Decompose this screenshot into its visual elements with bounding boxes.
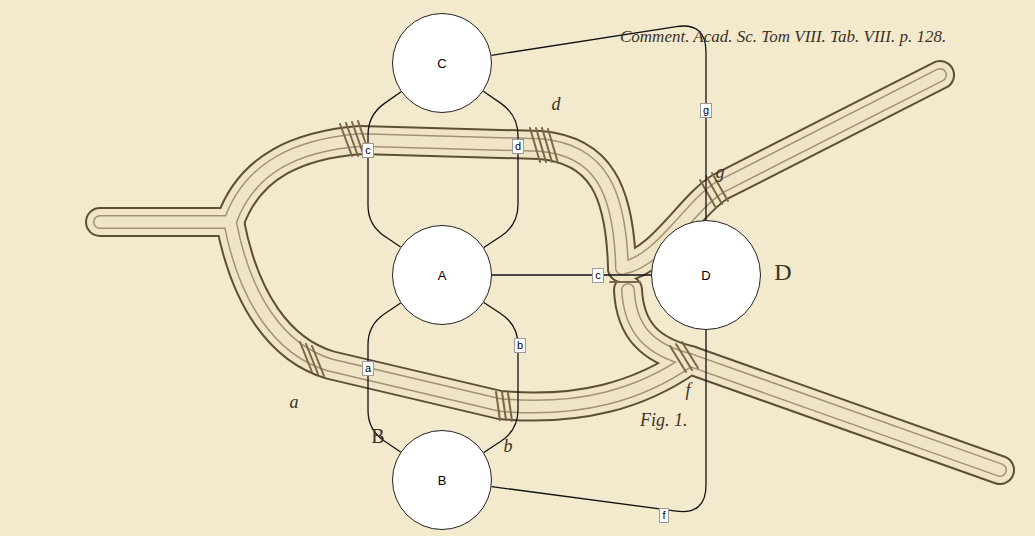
edge-label: f: [659, 508, 668, 523]
graph-edge: [492, 330, 706, 512]
edge-label: a: [362, 361, 374, 376]
node-letter: A: [438, 268, 447, 283]
circle-node: C: [392, 13, 492, 113]
engraving-label: B: [371, 426, 384, 446]
engraving-label: Comment. Acad. Sc. Tom VIII. Tab. VIII. …: [620, 28, 946, 45]
engraving-label: g: [716, 163, 725, 181]
node-letter: C: [437, 56, 446, 71]
edge-label: d: [512, 139, 524, 154]
circle-node: D: [651, 220, 761, 330]
engraving-label: d: [552, 95, 561, 113]
edge-label: g: [700, 103, 712, 118]
edge-label: b: [514, 338, 526, 353]
edge-label: c: [362, 143, 374, 158]
edge-label: c: [592, 268, 604, 283]
engraving-label: a: [290, 393, 299, 411]
node-letter: B: [438, 473, 447, 488]
circle-node: B: [392, 430, 492, 530]
graph-edge: [492, 274, 651, 275]
circle-node: A: [392, 225, 492, 325]
graph-edge: [491, 26, 706, 220]
graph-edge: [368, 92, 401, 247]
engraving-label: b: [504, 437, 513, 455]
graph-edge: [368, 303, 401, 452]
graph-edge: [484, 303, 518, 453]
engraving-label: Fig. 1.: [640, 411, 688, 429]
graph-edge: [483, 91, 518, 247]
engraving-label: f: [685, 381, 690, 399]
node-letter: D: [701, 268, 710, 283]
engraving-label: D: [774, 260, 791, 284]
